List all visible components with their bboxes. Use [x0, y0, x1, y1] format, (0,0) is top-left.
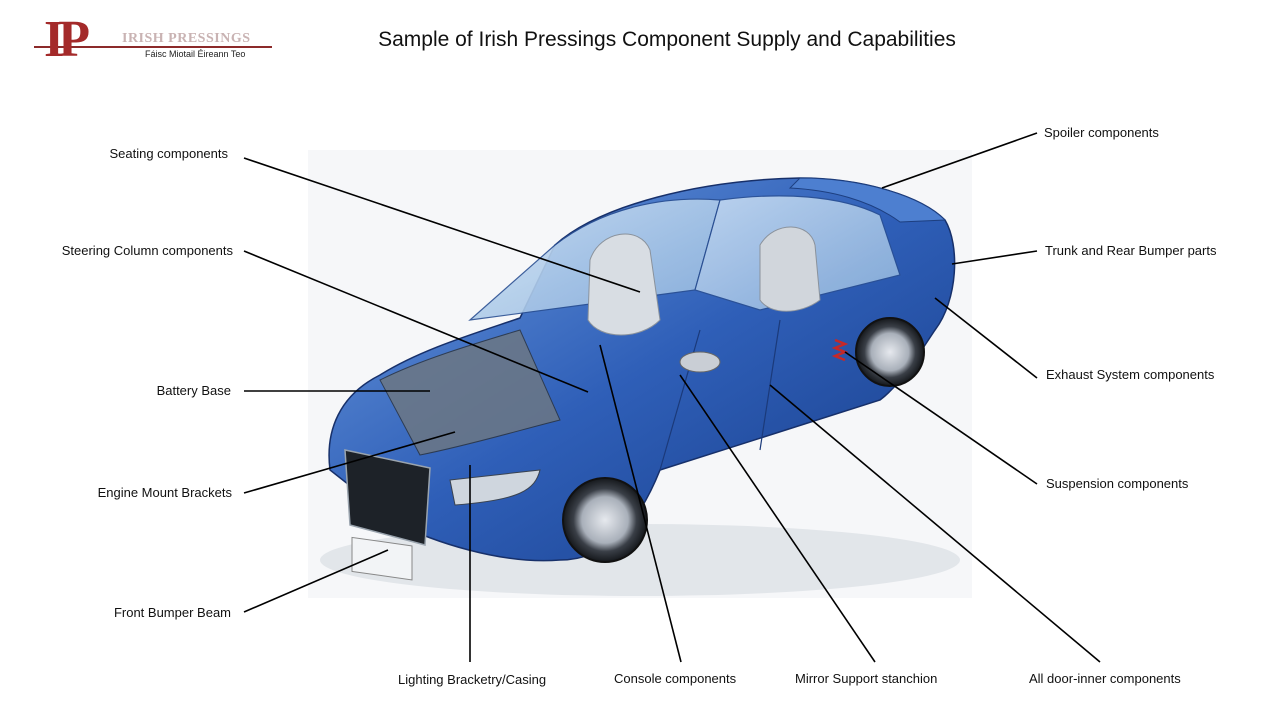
- logo-company-name: IRISH PRESSINGS: [122, 31, 251, 46]
- car-rear-deck: [788, 177, 947, 223]
- label-steering-column: Steering Column components: [61, 243, 233, 258]
- slide-title: Sample of Irish Pressings Component Supp…: [378, 28, 956, 51]
- leader-engine-mount: [243, 431, 456, 494]
- car-headlight: [449, 469, 541, 506]
- car-rear-wheel: [855, 317, 925, 387]
- label-suspension: Suspension components: [1046, 476, 1189, 491]
- leader-trunk: [951, 250, 1038, 265]
- leader-lines: [243, 132, 1101, 663]
- leader-suspension: [844, 351, 1038, 485]
- logo-monogram: IP: [44, 11, 90, 68]
- logo-irish-name: Fáisc Miotail Éireann Teo: [145, 49, 246, 59]
- car-mirror: [679, 351, 721, 373]
- car-front-wheel: [562, 477, 648, 563]
- label-seating: Seating components: [109, 146, 228, 161]
- leader-seating: [243, 157, 641, 293]
- car-illustration: [328, 177, 956, 581]
- leader-spoiler: [881, 132, 1038, 189]
- logo-rule: [34, 46, 272, 48]
- label-mirror-support: Mirror Support stanchion: [795, 671, 938, 686]
- label-door-inner: All door-inner components: [1029, 671, 1181, 686]
- car-suspension-spring: [831, 338, 849, 362]
- leader-mirror: [679, 374, 876, 663]
- leader-steering: [243, 250, 589, 393]
- car-rear-seat: [759, 226, 821, 312]
- label-exhaust: Exhaust System components: [1046, 367, 1215, 382]
- leader-exhaust: [934, 297, 1038, 379]
- leader-front-bumper: [243, 549, 389, 613]
- car-license-plate: [351, 536, 413, 581]
- label-spoiler: Spoiler components: [1044, 125, 1159, 140]
- label-lighting: Lighting Bracketry/Casing: [398, 672, 547, 687]
- car-front-seat: [587, 233, 661, 336]
- leader-console: [599, 344, 682, 663]
- label-trunk: Trunk and Rear Bumper parts: [1045, 243, 1217, 258]
- leader-door-inner: [769, 384, 1101, 663]
- label-front-bumper: Front Bumper Beam: [113, 605, 231, 620]
- label-engine-mount: Engine Mount Brackets: [97, 485, 232, 500]
- label-battery-base: Battery Base: [156, 383, 231, 398]
- label-console: Console components: [614, 671, 737, 686]
- car-grille: [344, 449, 431, 546]
- company-logo: IP IRISH PRESSINGS Fáisc Miotail Éireann…: [30, 14, 280, 72]
